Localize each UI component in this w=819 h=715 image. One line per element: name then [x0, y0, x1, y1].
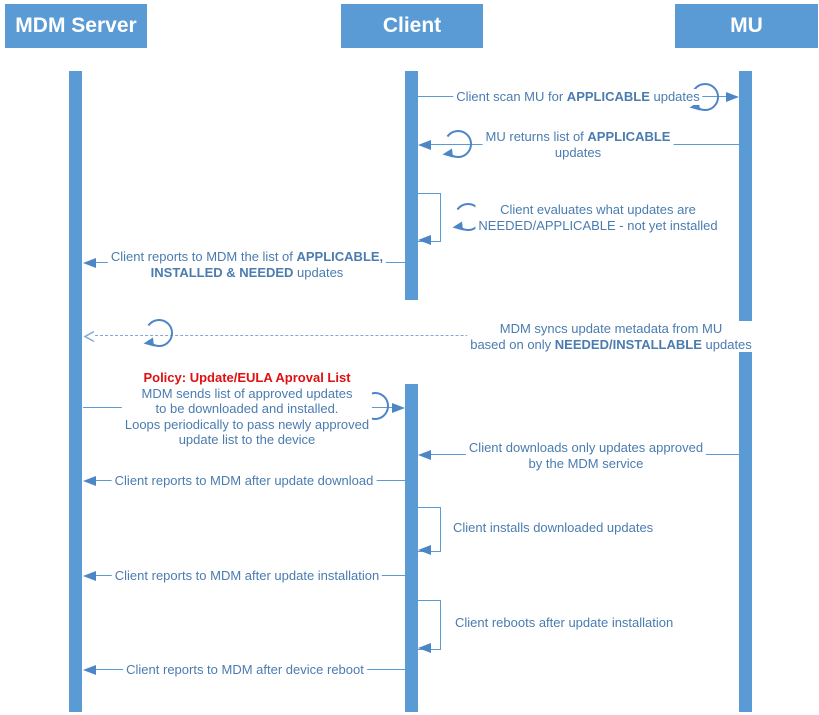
- participant-mdm-server-label: MDM Server: [15, 14, 137, 37]
- lifeline-client-lower: [405, 384, 418, 712]
- label-text: updates: [293, 264, 344, 280]
- label-line4: update list to the device: [178, 432, 316, 447]
- message-label: Client reports to MDM after update insta…: [111, 568, 383, 584]
- label-text: based on only: [470, 336, 555, 352]
- message-label: Client evaluates what updates are NEEDED…: [475, 202, 721, 233]
- label-line1: MDM syncs update metadata from MU: [499, 321, 723, 336]
- label-line3: Loops periodically to pass newly approve…: [124, 416, 370, 432]
- dashed-message-line: [95, 335, 729, 336]
- arrowhead-left-icon: [83, 258, 96, 268]
- message-label: Client reboots after update installation: [455, 615, 674, 630]
- label-bold-text: INSTALLED & NEEDED: [150, 264, 294, 280]
- participant-mdm-server: MDM Server: [5, 4, 147, 48]
- label-bold-text: NEEDED/INSTALLABLE: [554, 336, 702, 352]
- policy-title: Policy: Update/EULA Aproval List: [143, 370, 351, 385]
- label-line2: by the MDM service: [528, 455, 644, 471]
- label-text: Client scan MU for: [456, 89, 567, 104]
- arrowhead-left-icon: [418, 643, 431, 653]
- arrowhead-right-icon: [726, 92, 739, 102]
- open-arrowhead-left-icon: [83, 330, 95, 343]
- arrowhead-left-icon: [418, 545, 431, 555]
- label-text: Client reports to MDM the list of: [110, 249, 297, 264]
- label-line1: MU returns list of APPLICABLE: [486, 129, 671, 145]
- label-line1: Client evaluates what updates are: [500, 202, 696, 217]
- message-label: Client downloads only updates approved b…: [465, 440, 707, 471]
- lifeline-client-upper: [405, 71, 418, 300]
- arrowhead-left-icon: [83, 571, 96, 581]
- label-bold-text: APPLICABLE: [566, 89, 650, 104]
- arrowhead-left-icon: [418, 235, 431, 245]
- loop-arrow-icon: [143, 319, 174, 347]
- arrowhead-left-icon: [83, 476, 96, 486]
- label-line2: INSTALLED & NEEDED updates: [111, 265, 383, 281]
- participant-mu: MU: [675, 4, 818, 48]
- label-line1: Client downloads only updates approved: [468, 440, 704, 455]
- message-label: Client reports to MDM the list of APPLIC…: [107, 249, 387, 281]
- label-text: updates: [649, 89, 700, 104]
- message-label: Client scan MU for APPLICABLE updates: [453, 89, 703, 105]
- lifeline-mdm-server: [69, 71, 82, 712]
- participant-mu-label: MU: [730, 14, 763, 37]
- arrowhead-left-icon: [83, 665, 96, 675]
- label-line2: NEEDED/APPLICABLE - not yet installed: [478, 217, 718, 233]
- label-line2: to be downloaded and installed.: [155, 401, 339, 416]
- arrowhead-left-icon: [418, 140, 431, 150]
- lifeline-mu: [739, 71, 752, 712]
- message-label: MDM syncs update metadata from MU based …: [467, 321, 755, 352]
- label-line1: MDM sends list of approved updates: [141, 385, 353, 401]
- arrowhead-right-icon: [392, 403, 405, 413]
- label-bold-text: APPLICABLE: [587, 129, 671, 144]
- label-line2: based on only NEEDED/INSTALLABLE updates: [470, 337, 752, 353]
- participant-client: Client: [341, 4, 483, 48]
- label-line2: updates: [554, 144, 602, 160]
- message-label: MU returns list of APPLICABLE updates: [482, 129, 674, 160]
- label-bold-text: APPLICABLE,: [296, 249, 384, 264]
- message-label: Client installs downloaded updates: [453, 520, 654, 535]
- label-line1: Client reports to MDM the list of APPLIC…: [111, 249, 383, 265]
- arrowhead-left-icon: [418, 450, 431, 460]
- message-label: Client reports to MDM after device reboo…: [123, 662, 367, 678]
- label-text: MU returns list of: [485, 129, 588, 144]
- message-label: Policy: Update/EULA Aproval List MDM sen…: [121, 370, 373, 448]
- label-text: updates: [701, 336, 752, 352]
- message-label: Client reports to MDM after update downl…: [111, 473, 377, 489]
- loop-arrow-icon: [442, 130, 473, 158]
- participant-client-label: Client: [382, 14, 442, 37]
